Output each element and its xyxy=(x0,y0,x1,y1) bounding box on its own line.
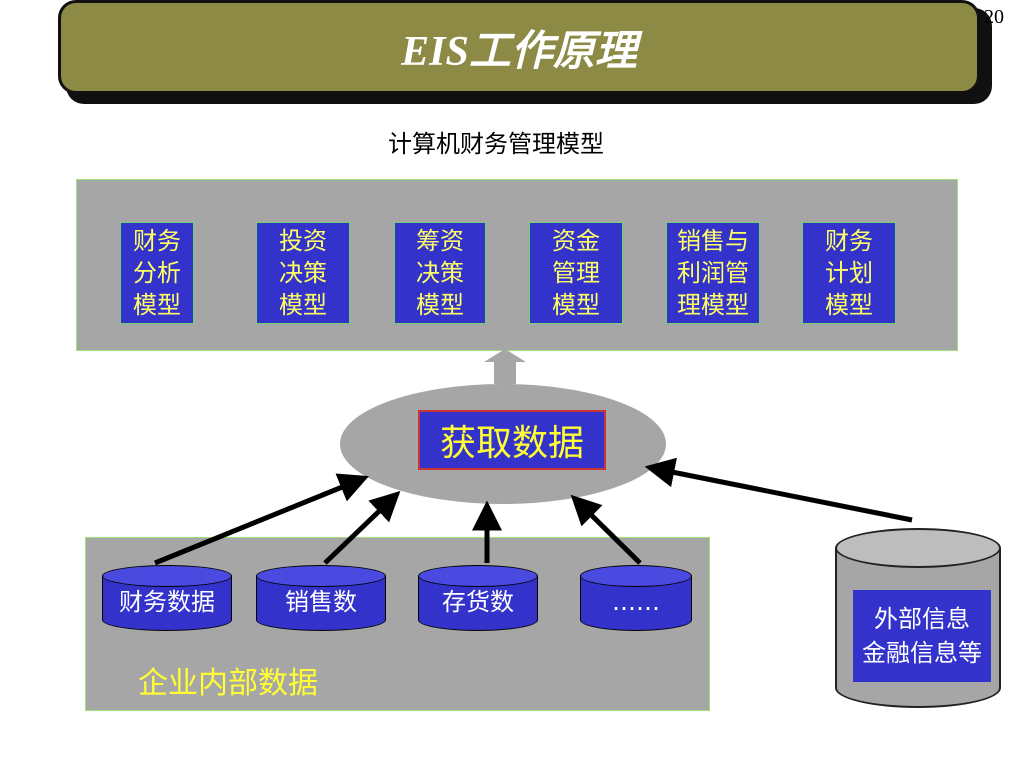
model-line: 模型 xyxy=(133,291,181,319)
external-line: 金融信息等 xyxy=(862,639,982,667)
model-line: 分析 xyxy=(133,259,181,287)
external-data-box: 外部信息 金融信息等 xyxy=(853,590,991,682)
cylinder-label: 存货数 xyxy=(442,588,514,616)
model-box-fund-management: 资金 管理 模型 xyxy=(529,222,623,324)
model-box-financial-analysis: 财务 分析 模型 xyxy=(120,222,194,324)
arrow-other-data xyxy=(570,494,642,565)
model-line: 计划 xyxy=(825,259,873,287)
model-line: 财务 xyxy=(825,227,873,255)
model-line: 决策 xyxy=(416,259,464,287)
up-arrow-to-models xyxy=(484,349,526,384)
other-data-cylinder: …… xyxy=(580,565,692,631)
model-line: 财务 xyxy=(133,227,181,255)
model-line: 资金 xyxy=(552,227,600,255)
inventory-data-cylinder: 存货数 xyxy=(418,565,538,631)
external-line: 外部信息 xyxy=(874,605,970,633)
model-line: 理模型 xyxy=(677,291,749,319)
model-line: 投资 xyxy=(279,227,327,255)
model-line: 决策 xyxy=(279,259,327,287)
arrow-external-data xyxy=(644,457,913,523)
arrow-sales-data xyxy=(323,490,401,565)
model-line: 管理 xyxy=(552,259,600,287)
model-line: 模型 xyxy=(279,291,327,319)
cylinder-top xyxy=(580,565,692,587)
cylinder-label: 销售数 xyxy=(285,588,357,616)
sales-data-cylinder: 销售数 xyxy=(256,565,386,631)
cylinder-label: 财务数据 xyxy=(119,588,215,616)
model-box-financial-plan: 财务 计划 模型 xyxy=(802,222,896,324)
data-acquisition-box: 获取数据 xyxy=(418,410,606,470)
model-line: 销售与 xyxy=(677,227,749,255)
internal-data-label: 企业内部数据 xyxy=(138,666,318,701)
model-line: 筹资 xyxy=(416,227,464,255)
model-line: 模型 xyxy=(552,291,600,319)
cylinder-top xyxy=(418,565,538,587)
model-box-investment-decision: 投资 决策 模型 xyxy=(256,222,350,324)
model-line: 利润管 xyxy=(677,259,749,287)
cylinder-label: …… xyxy=(612,588,660,616)
cylinder-top xyxy=(102,565,232,587)
diagram-subtitle: 计算机财务管理模型 xyxy=(388,130,604,158)
financial-data-cylinder: 财务数据 xyxy=(102,565,232,631)
model-box-financing-decision: 筹资 决策 模型 xyxy=(394,222,486,324)
arrow-financial-data xyxy=(154,473,369,566)
cylinder-top xyxy=(256,565,386,587)
page-title: EIS工作原理 xyxy=(401,28,637,75)
title-banner: EIS工作原理 xyxy=(58,0,980,94)
model-box-sales-profit: 销售与 利润管 理模型 xyxy=(666,222,760,324)
cylinder-top xyxy=(835,528,1001,568)
model-line: 模型 xyxy=(825,291,873,319)
page-number: 20 xyxy=(984,6,1004,28)
model-line: 模型 xyxy=(416,291,464,319)
